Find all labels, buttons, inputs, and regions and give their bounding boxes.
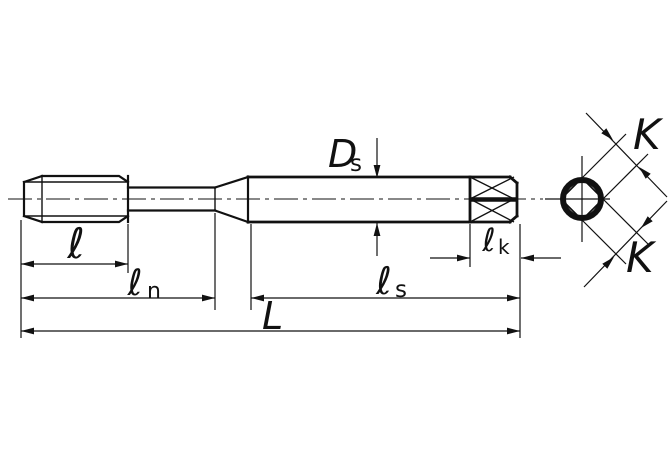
ext-edge-nw <box>560 133 627 200</box>
arrow-K-top-1 <box>601 128 613 140</box>
arrow-K-top-2 <box>639 167 651 179</box>
label-square-width-top: K <box>633 110 664 159</box>
shank-section <box>246 175 519 224</box>
dim-line-K-bottom <box>583 200 668 288</box>
side-view <box>8 174 543 224</box>
label-overall-length: L <box>262 294 283 338</box>
arrow-Ds-down <box>373 165 381 178</box>
label-neck-length-sub: n <box>147 279 161 304</box>
thread-crest-top <box>40 174 130 184</box>
shank-circle <box>560 177 604 221</box>
label-square-length: ℓ <box>481 221 495 259</box>
arrow-Ds-up <box>373 223 381 236</box>
arrow-ls-left <box>251 294 264 302</box>
label-shank-length: ℓ <box>375 259 392 303</box>
arrow-ln-right <box>202 294 215 302</box>
neck-section <box>126 186 217 212</box>
label-shank-diameter: D <box>328 132 357 176</box>
ext-edge-ne <box>581 177 649 245</box>
arrow-ls-right <box>507 294 520 302</box>
dim-line-K-top <box>585 112 668 198</box>
label-square-width-bottom: K <box>626 233 657 282</box>
arrow-l-left <box>21 260 34 268</box>
thread-section <box>22 174 130 224</box>
label-thread-length: ℓ <box>66 219 84 268</box>
cone-top <box>213 175 250 189</box>
dim-neck-length: ℓ n <box>21 263 215 304</box>
arrow-K-bottom-2 <box>602 257 614 269</box>
dim-overall-length: L <box>21 294 520 338</box>
dim-square-width-top: K <box>585 110 668 198</box>
dimensions: ℓ ℓ n ℓ s ℓ k <box>20 110 668 338</box>
square-drive-section <box>468 175 516 224</box>
arrow-l-right <box>115 260 128 268</box>
label-neck-length: ℓ <box>127 263 143 304</box>
thread-crest-bottom <box>40 214 130 224</box>
dim-thread-length: ℓ <box>21 219 128 268</box>
square-cross-2 <box>469 176 515 200</box>
arrow-L-left <box>21 327 34 335</box>
ext-edge-sw <box>560 198 627 265</box>
transition-cone <box>213 175 250 224</box>
arrow-L-right <box>507 327 520 335</box>
thread-tip-chamfer-bottom <box>22 214 44 224</box>
ext-edge-se <box>581 153 649 221</box>
dim-shank-diameter: D s <box>328 132 381 256</box>
end-view <box>545 133 649 265</box>
dim-shank-length: ℓ s <box>251 259 520 303</box>
label-square-length-sub: k <box>498 235 510 259</box>
arrow-ln-left <box>21 294 34 302</box>
thread-tip-chamfer-top <box>22 174 44 184</box>
square-cross-4 <box>469 198 515 223</box>
cone-bottom <box>213 209 250 224</box>
dim-square-length: ℓ k <box>430 221 561 262</box>
arrow-lk-left <box>457 254 470 262</box>
label-shank-length-sub: s <box>395 277 407 303</box>
dim-square-width-bottom: K <box>583 200 668 288</box>
arrow-lk-right <box>521 254 534 262</box>
label-shank-diameter-sub: s <box>350 151 362 177</box>
arrow-K-bottom-1 <box>641 216 653 228</box>
